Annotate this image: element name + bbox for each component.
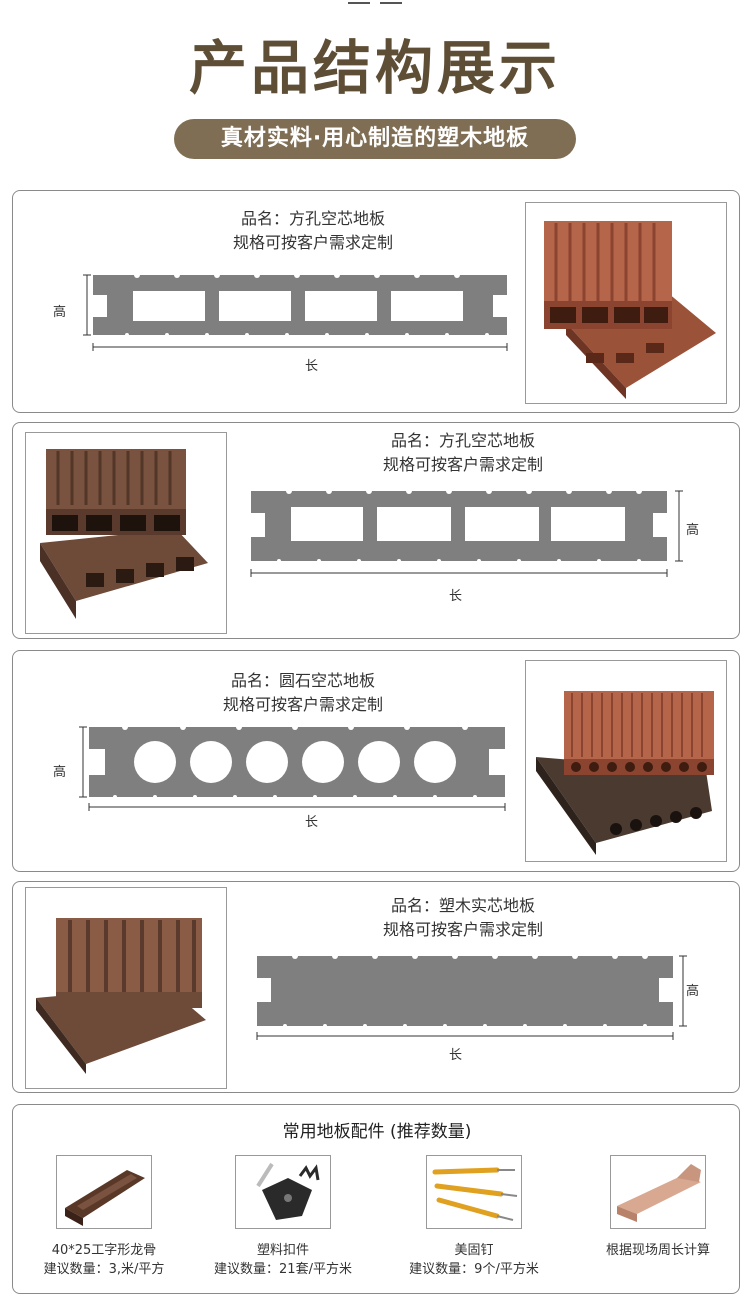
accessories-title: 常用地板配件 (推荐数量) [282,1122,472,1142]
product-name: 品名：方孔空芯地板 [390,431,535,450]
accessory-quantity: 建议数量：21套/平方米 [214,1262,352,1277]
product-photo-solid-boards [25,887,227,1089]
height-label: 高 [53,305,67,320]
product-custom-note: 规格可按客户需求定制 [382,455,543,474]
product-caption: 品名：方孔空芯地板 规格可按客户需求定制 [243,429,683,477]
accessory-name: 40*25工字形龙骨 [51,1243,157,1258]
product-card-square-hollow-1: 品名：方孔空芯地板 规格可按客户需求定制 高 长 [12,190,740,413]
product-photo-brown-square-boards [25,432,227,634]
height-label: 高 [686,523,700,538]
product-caption: 品名：塑木实芯地板 规格可按客户需求定制 [243,894,683,942]
plastic-clip-image [235,1155,331,1229]
product-name: 品名：方孔空芯地板 [240,209,385,228]
height-label: 高 [686,984,700,999]
product-card-round-hollow: 品名：圆石空芯地板 规格可按客户需求定制 高 长 [12,650,740,872]
subtitle-banner: 真材实料·用心制造的塑木地板 [174,119,576,159]
length-label: 长 [449,1048,463,1063]
accessory-quantity: 根据现场周长计算 [605,1243,710,1258]
product-custom-note: 规格可按客户需求定制 [222,695,383,714]
accessory-item-edge-trim: 根据现场周长计算 [573,1155,743,1260]
joist-image [56,1155,152,1229]
length-label: 长 [305,815,319,830]
product-card-solid-core: 品名：塑木实芯地板 规格可按客户需求定制 高 长 [12,881,740,1093]
length-label: 长 [449,589,463,604]
top-decoration [348,0,402,6]
product-custom-note: 规格可按客户需求定制 [232,233,393,252]
accessories-panel: 常用地板配件 (推荐数量) 40*25工字形龙骨 建议数量：3,米/平方 塑料扣… [12,1104,740,1294]
profile-diagram-round [79,725,506,811]
product-name: 品名：圆石空芯地板 [230,671,375,690]
profile-diagram-square [83,273,508,351]
accessory-name: 美固钉 [454,1243,494,1258]
page-title: 产品结构展示 [188,34,561,102]
profile-diagram-square [250,489,683,577]
anchor-screw-image [426,1155,522,1229]
product-card-square-hollow-2: 品名：方孔空芯地板 规格可按客户需求定制 高 长 [12,422,740,639]
product-caption: 品名：方孔空芯地板 规格可按客户需求定制 [93,207,533,255]
accessory-item-clip: 塑料扣件 建议数量：21套/平方米 [198,1155,368,1279]
product-caption: 品名：圆石空芯地板 规格可按客户需求定制 [83,669,523,717]
height-label: 高 [53,765,67,780]
accessory-quantity: 建议数量：9个/平方米 [409,1262,539,1277]
accessory-name: 塑料扣件 [256,1243,309,1258]
product-photo-red-square-boards [525,202,727,404]
length-label: 长 [305,359,319,374]
accessory-quantity: 建议数量：3,米/平方 [43,1262,165,1277]
profile-diagram-solid [256,954,687,1040]
product-custom-note: 规格可按客户需求定制 [382,920,543,939]
accessory-item-anchor: 美固钉 建议数量：9个/平方米 [389,1155,559,1279]
product-name: 品名：塑木实芯地板 [390,896,535,915]
edge-trim-image [610,1155,706,1229]
product-photo-round-hole-boards [525,660,727,862]
accessory-item-joist: 40*25工字形龙骨 建议数量：3,米/平方 [19,1155,189,1279]
